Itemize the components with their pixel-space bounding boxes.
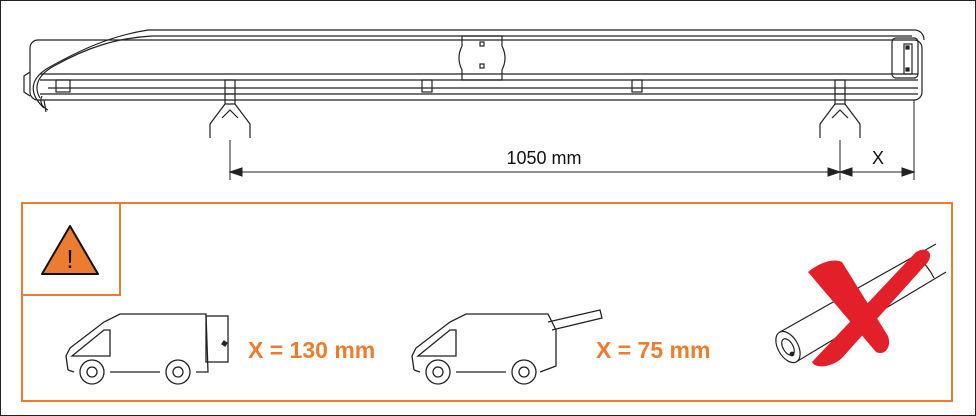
rule-1-text: X = 130 mm (248, 337, 375, 363)
warning-exclamation: ! (66, 244, 73, 274)
dimension-lines (228, 100, 916, 180)
warning-triangle-icon: ! (41, 225, 99, 275)
van-with-rear-ladder-icon (411, 309, 603, 385)
van-with-rear-box-icon (65, 313, 229, 385)
offset-label: X (872, 148, 884, 168)
warning-icon-box (21, 202, 121, 296)
red-cross-icon (808, 249, 931, 367)
distance-label: 1050 mm (506, 148, 581, 168)
rule-2-text: X = 75 mm (596, 337, 710, 363)
roof-rail (23, 29, 925, 138)
warning-panel-border (21, 202, 953, 402)
warning-panel (21, 202, 953, 402)
tube-not-allowed-icon (775, 243, 947, 367)
